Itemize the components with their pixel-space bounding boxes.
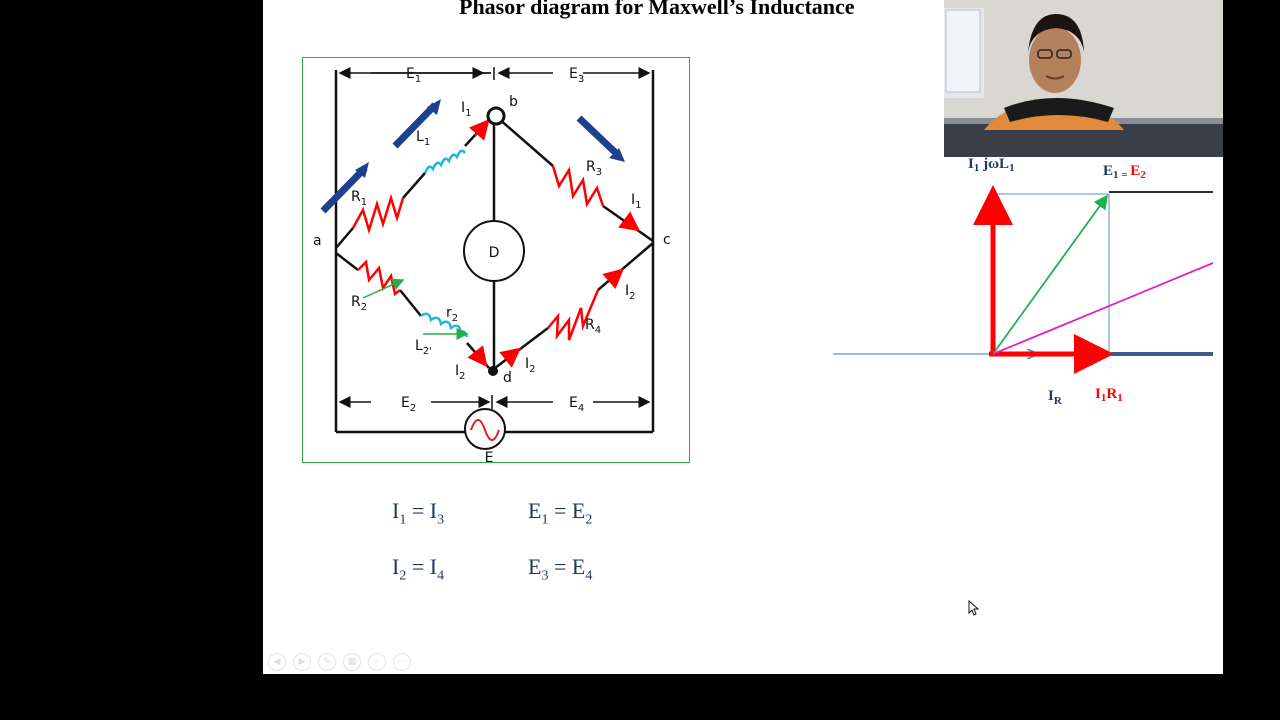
next-slide-icon[interactable]: ▶ [293, 653, 311, 671]
label-r1: R1 [351, 189, 367, 208]
more-options-icon[interactable]: ⋯ [393, 653, 411, 671]
flow-arrows [320, 99, 625, 214]
see-all-slides-icon[interactable]: ▦ [343, 653, 361, 671]
resistor-r3 [551, 165, 605, 208]
node-c-label: c [663, 232, 671, 248]
equation-i2-i4: I2 = I4 [392, 554, 445, 584]
presenter-video [944, 0, 1223, 157]
resistor-r1 [351, 193, 405, 235]
label-e1: E1 [406, 66, 421, 85]
source-label: E [485, 450, 494, 464]
phasor-resultant [992, 262, 1213, 355]
label-r3: R3 [586, 159, 602, 178]
pen-icon[interactable]: ✎ [318, 653, 336, 671]
variable-arrow-r2 [362, 278, 405, 299]
webcam-overlay [944, 0, 1223, 157]
inductor-l1 [423, 149, 467, 174]
outer-wires [334, 70, 655, 434]
label-i2-left: I2 [455, 363, 466, 382]
equation-i1-i3: I1 = I3 [392, 498, 445, 528]
resistor-r4 [547, 289, 600, 341]
label-i1-top: I1 [461, 100, 472, 119]
label-l1: L1 [416, 129, 430, 148]
label-e1-e2: E1 = E2 [1103, 163, 1146, 181]
cursor-icon [968, 600, 980, 616]
voltage-dimension-arrows [338, 67, 651, 409]
zoom-icon[interactable]: ⌕ [368, 653, 386, 671]
label-i2-right: I2 [625, 283, 636, 302]
label-i1-right: I1 [631, 192, 642, 211]
resistor-r2 [357, 259, 401, 297]
label-e3: E3 [569, 66, 584, 85]
node-a-label: a [313, 233, 322, 249]
slideshow-controls: ◀ ▶ ✎ ▦ ⌕ ⋯ [268, 653, 411, 671]
node-b-label: b [509, 94, 518, 110]
label-ir: IR [1048, 388, 1063, 407]
circuit-frame: D E a b c d I1 L1 R1 R3 I1 R2 r2 L2' I2 … [302, 57, 690, 464]
bridge-circuit: D E a b c d I1 L1 R1 R3 I1 R2 r2 L2' I2 … [313, 66, 671, 464]
node-d-label: d [503, 370, 512, 386]
node-b-terminal [486, 106, 506, 126]
phasor-e1 [992, 194, 1109, 355]
label-r2: R2 [351, 294, 367, 313]
label-l2: L2' [415, 338, 432, 357]
label-e2: E2 [401, 395, 416, 414]
detector-label: D [489, 245, 500, 261]
equation-e3-e4: E3 = E4 [528, 554, 593, 584]
label-i2-mid: I2 [525, 356, 536, 375]
label-r4: R4 [585, 317, 601, 336]
label-i1-jwl1: I1 jωL1 [968, 156, 1015, 174]
label-e4: E4 [569, 395, 584, 414]
current-arrows [467, 118, 641, 368]
label-i1r1: I1R1 [1095, 386, 1123, 404]
detector: D [463, 220, 525, 282]
node-d-dot [488, 366, 498, 376]
equation-e1-e2: E1 = E2 [528, 498, 593, 528]
ac-source: E [464, 408, 506, 464]
prev-slide-icon[interactable]: ◀ [268, 653, 286, 671]
phasor-diagram: I1 jωL1 E1 = E2 IR I1R1 I3R3 =E3 = E4 I1 [833, 156, 1213, 407]
slide-title: Phasor diagram for Maxwell’s Inductance [459, 0, 855, 19]
label-r2-small: r2 [446, 305, 458, 324]
